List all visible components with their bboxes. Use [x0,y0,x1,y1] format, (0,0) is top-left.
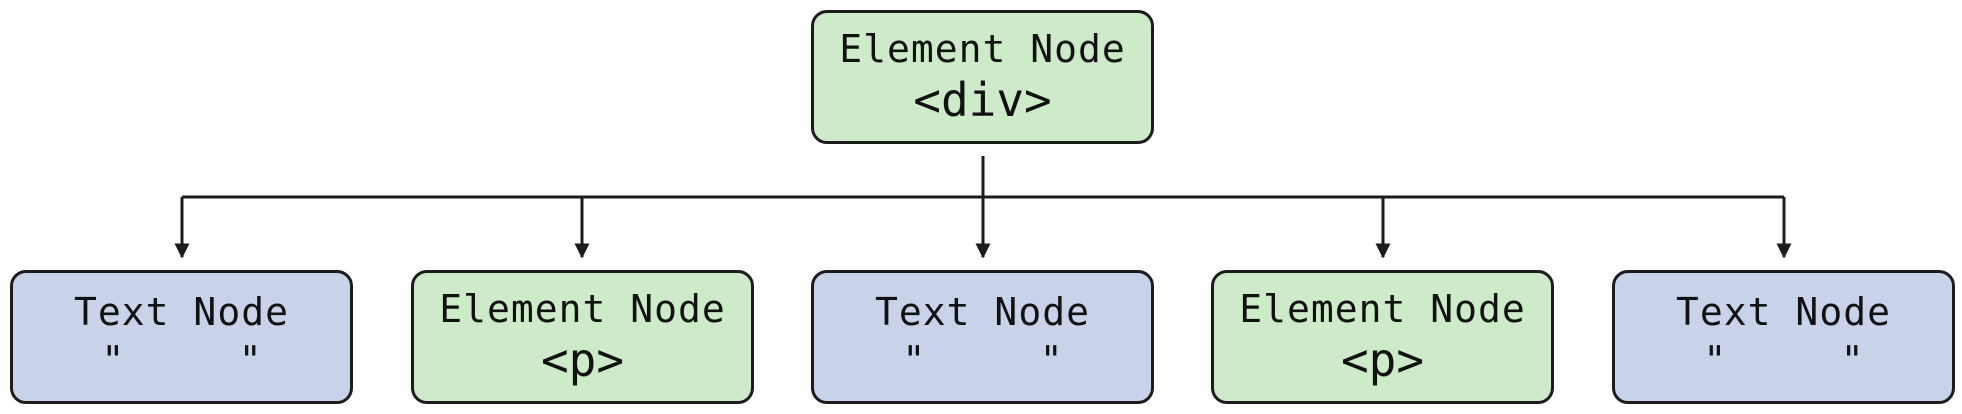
node-type-label: Text Node [1676,290,1891,334]
node-value-label: " " [902,338,1063,382]
root-element-node: Element Node <div> [811,10,1154,144]
child-node-3: Text Node " " [811,270,1154,404]
node-value-label: <p> [1340,333,1425,387]
node-type-label: Text Node [74,290,289,334]
node-type-label: Element Node [439,287,726,331]
node-type-label: Text Node [875,290,1090,334]
node-value-label: " " [101,338,262,382]
node-value-label: <div> [913,73,1052,127]
child-node-4: Element Node <p> [1211,270,1554,404]
child-node-5: Text Node " " [1612,270,1955,404]
node-type-label: Element Node [839,27,1126,71]
node-value-label: <p> [540,333,625,387]
child-node-2: Element Node <p> [411,270,754,404]
child-node-1: Text Node " " [10,270,353,404]
node-value-label: " " [1703,338,1864,382]
node-type-label: Element Node [1239,287,1526,331]
